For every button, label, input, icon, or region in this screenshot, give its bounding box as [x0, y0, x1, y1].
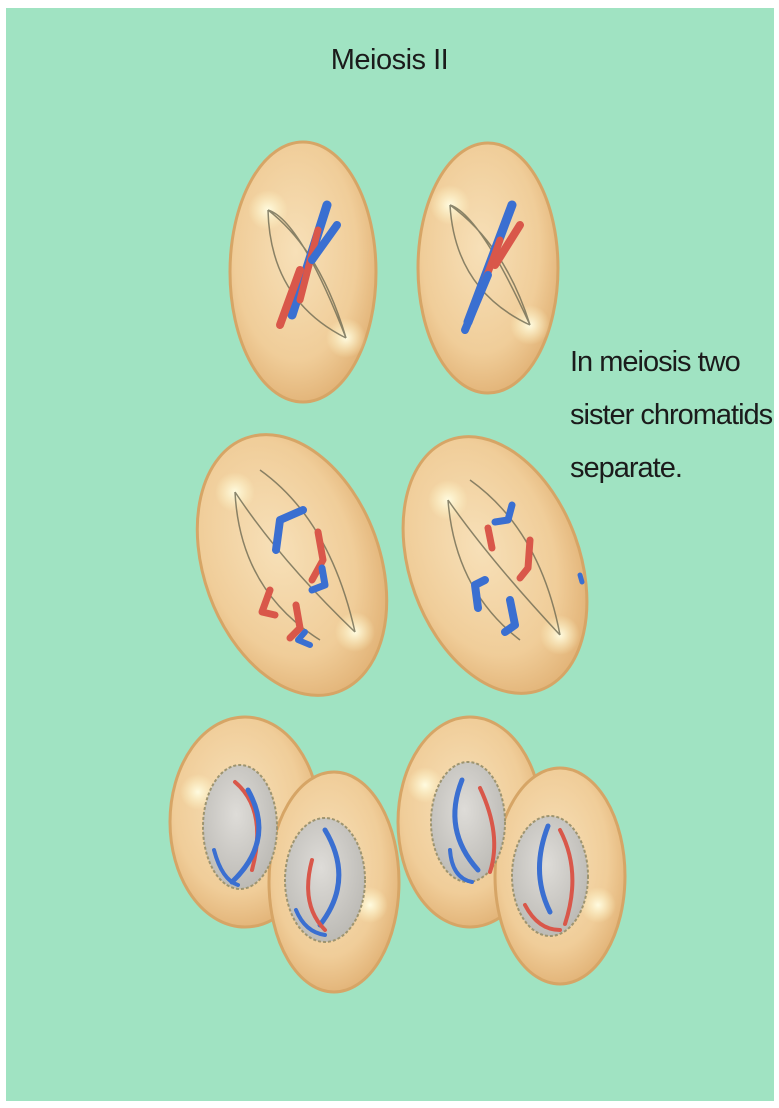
nucleus — [431, 762, 505, 882]
caption-line-1: In meiosis two — [570, 336, 775, 389]
caption-line-3: separate. — [570, 442, 775, 495]
cell-metaphase-ii-right — [418, 143, 558, 393]
cell-telophase-ii-right — [398, 717, 625, 984]
cell-anaphase-ii-left — [163, 408, 421, 722]
cell-metaphase-ii-left — [230, 142, 376, 402]
nucleus — [203, 765, 277, 889]
nucleus — [285, 818, 365, 942]
cell-telophase-ii-left — [170, 717, 399, 992]
caption-text: In meiosis two sister chromatids separat… — [570, 336, 775, 495]
nucleus — [512, 816, 588, 936]
caption-line-2: sister chromatids — [570, 389, 775, 442]
